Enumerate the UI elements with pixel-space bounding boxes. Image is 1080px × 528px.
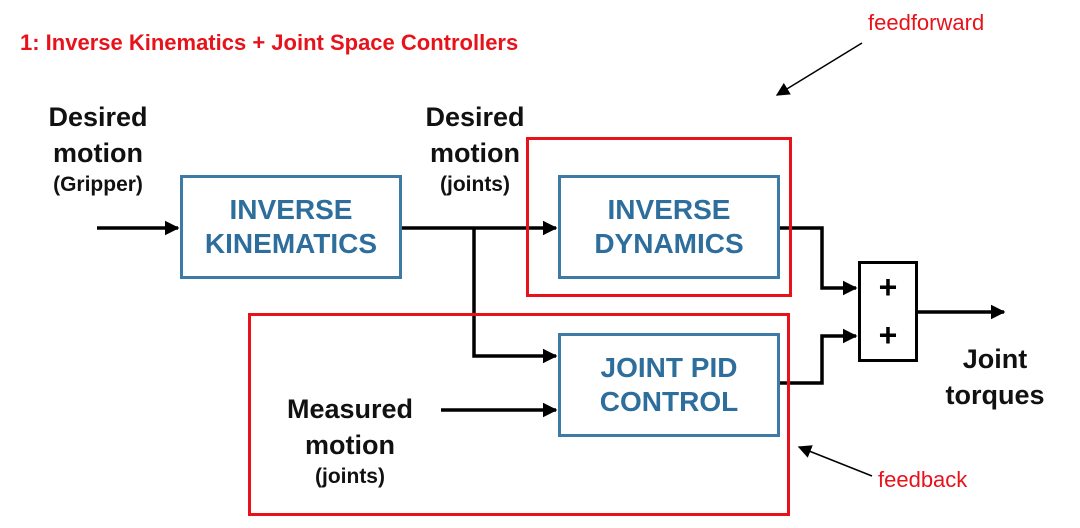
joint-pid-control-block: JOINT PID CONTROL — [558, 333, 780, 437]
feedforward-pointer — [775, 42, 863, 96]
feedforward-region — [526, 137, 792, 297]
inverse-dynamics-block: INVERSE DYNAMICS — [558, 175, 780, 279]
feedback-region — [248, 313, 790, 516]
inverse-kinematics-block: INVERSE KINEMATICS — [180, 175, 402, 279]
plus-sign-top: + — [878, 269, 898, 306]
joint-torques-label: Joint torques — [945, 344, 1045, 410]
plus-sign-bottom: + — [878, 316, 898, 353]
branch-to-pid-arrow — [472, 228, 558, 364]
desired-motion-joints-label: Desired motion (joints) — [425, 102, 525, 197]
feedforward-annotation: feedforward — [868, 10, 985, 35]
desired-motion-gripper-label: Desired motion (Gripper) — [48, 102, 148, 197]
diagram-title: 1: Inverse Kinematics + Joint Space Cont… — [20, 30, 519, 55]
measured-motion-label: Measured motion (joints) — [286, 394, 414, 489]
feedback-pointer — [797, 445, 873, 477]
pid-to-sum-arrow — [780, 328, 858, 385]
id-to-sum-arrow — [780, 226, 858, 296]
feedback-annotation: feedback — [878, 467, 968, 492]
summing-junction: + + — [858, 261, 918, 362]
